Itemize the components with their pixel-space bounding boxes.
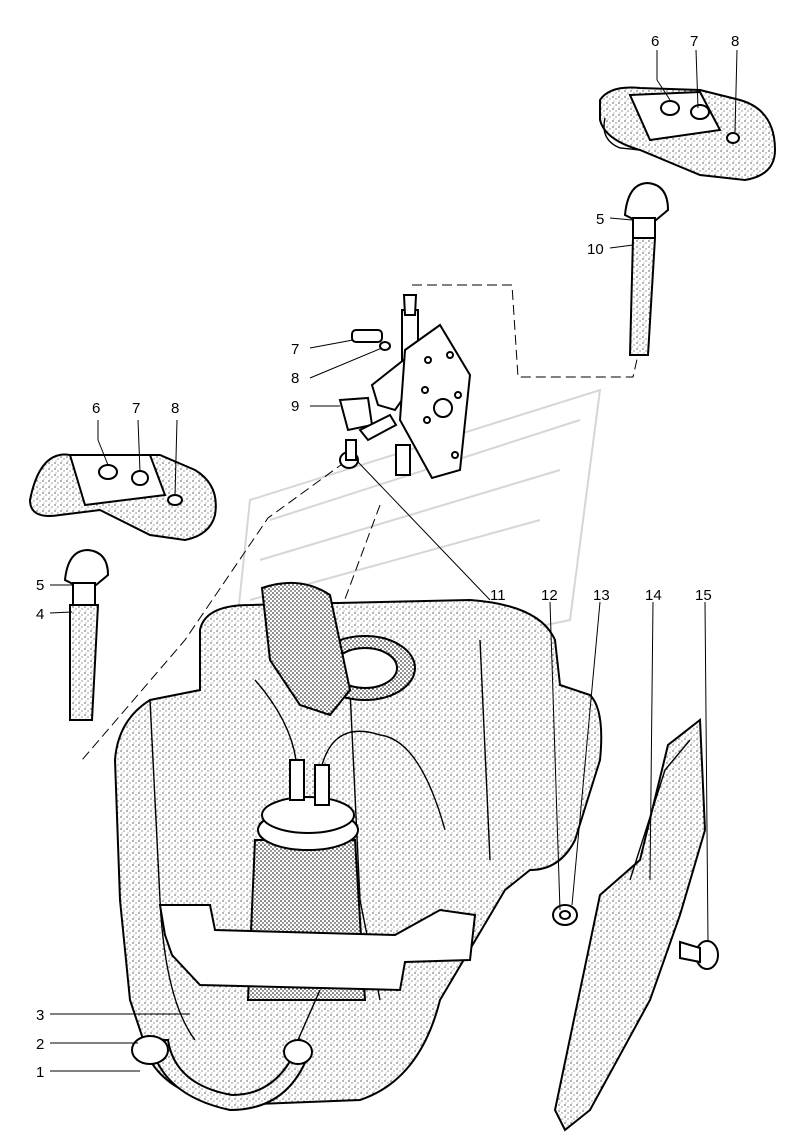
callout-14: 14 xyxy=(645,587,662,604)
callout-7-valve: 7 xyxy=(291,341,299,358)
callout-5-right: 5 xyxy=(596,211,604,228)
distribution-valve xyxy=(338,294,472,480)
callout-15: 15 xyxy=(695,587,712,604)
callout-6-left: 6 xyxy=(92,400,100,417)
mounting-bracket-top-right xyxy=(599,86,777,182)
callout-8-valve: 8 xyxy=(291,370,299,387)
callout-7-left: 7 xyxy=(132,400,140,417)
callout-9: 9 xyxy=(291,398,299,415)
retaining-strap xyxy=(158,904,477,992)
hose-route-right xyxy=(412,284,639,378)
callout-13: 13 xyxy=(593,587,610,604)
callout-8-left: 8 xyxy=(171,400,179,417)
leader-lines xyxy=(49,49,738,1072)
washer-nozzle-left xyxy=(63,548,110,721)
callout-5-left: 5 xyxy=(36,577,44,594)
callout-6-top-right: 6 xyxy=(651,33,659,50)
washer-hose-bottom xyxy=(131,989,321,1112)
callout-10: 10 xyxy=(587,241,604,258)
callout-3: 3 xyxy=(36,1007,44,1024)
callout-8-top-right: 8 xyxy=(731,33,739,50)
callout-2: 2 xyxy=(36,1036,44,1053)
washer-fluid-reservoir xyxy=(113,581,603,1107)
callout-labels: 6 7 8 5 10 7 8 9 6 7 8 5 4 11 12 13 14 1… xyxy=(36,33,739,1081)
callout-12: 12 xyxy=(541,587,558,604)
mounting-screw xyxy=(679,940,719,970)
hose-route-left xyxy=(81,461,346,761)
callout-1: 1 xyxy=(36,1064,44,1081)
mounting-bracket-left xyxy=(28,453,217,542)
callout-4: 4 xyxy=(36,606,44,623)
callout-7-top-right: 7 xyxy=(690,33,698,50)
washer-nozzle-right xyxy=(623,181,670,356)
reservoir-mount-plate xyxy=(553,718,707,1132)
grommet xyxy=(552,904,578,926)
callout-11: 11 xyxy=(490,587,506,604)
